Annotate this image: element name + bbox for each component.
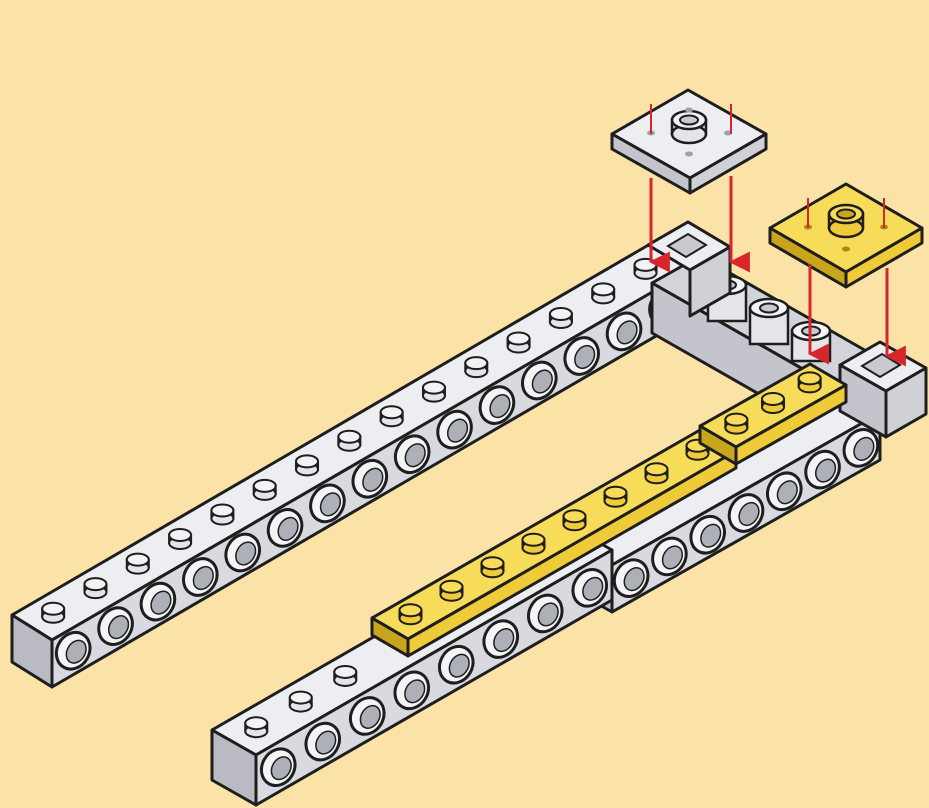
stud [508,333,530,353]
stud [564,510,586,530]
pin [750,299,788,344]
stud [523,534,545,554]
stud [400,604,422,624]
stud [127,554,149,574]
stud [381,406,403,426]
stud [605,487,627,507]
stud [334,666,356,686]
stud [423,382,445,402]
stud [635,259,657,279]
stud [254,480,276,500]
stud [550,308,572,328]
stud [482,557,504,577]
stud [465,357,487,377]
stud [42,603,64,623]
stud [646,463,668,483]
stud [762,393,784,413]
stud [84,578,106,598]
stud [169,529,191,549]
stud [338,431,360,451]
stud [799,372,821,392]
stud [441,581,463,601]
stud [211,504,233,524]
stud [592,283,614,303]
stud [245,717,267,737]
stud [290,692,312,712]
stud [296,455,318,475]
stud [725,414,747,434]
